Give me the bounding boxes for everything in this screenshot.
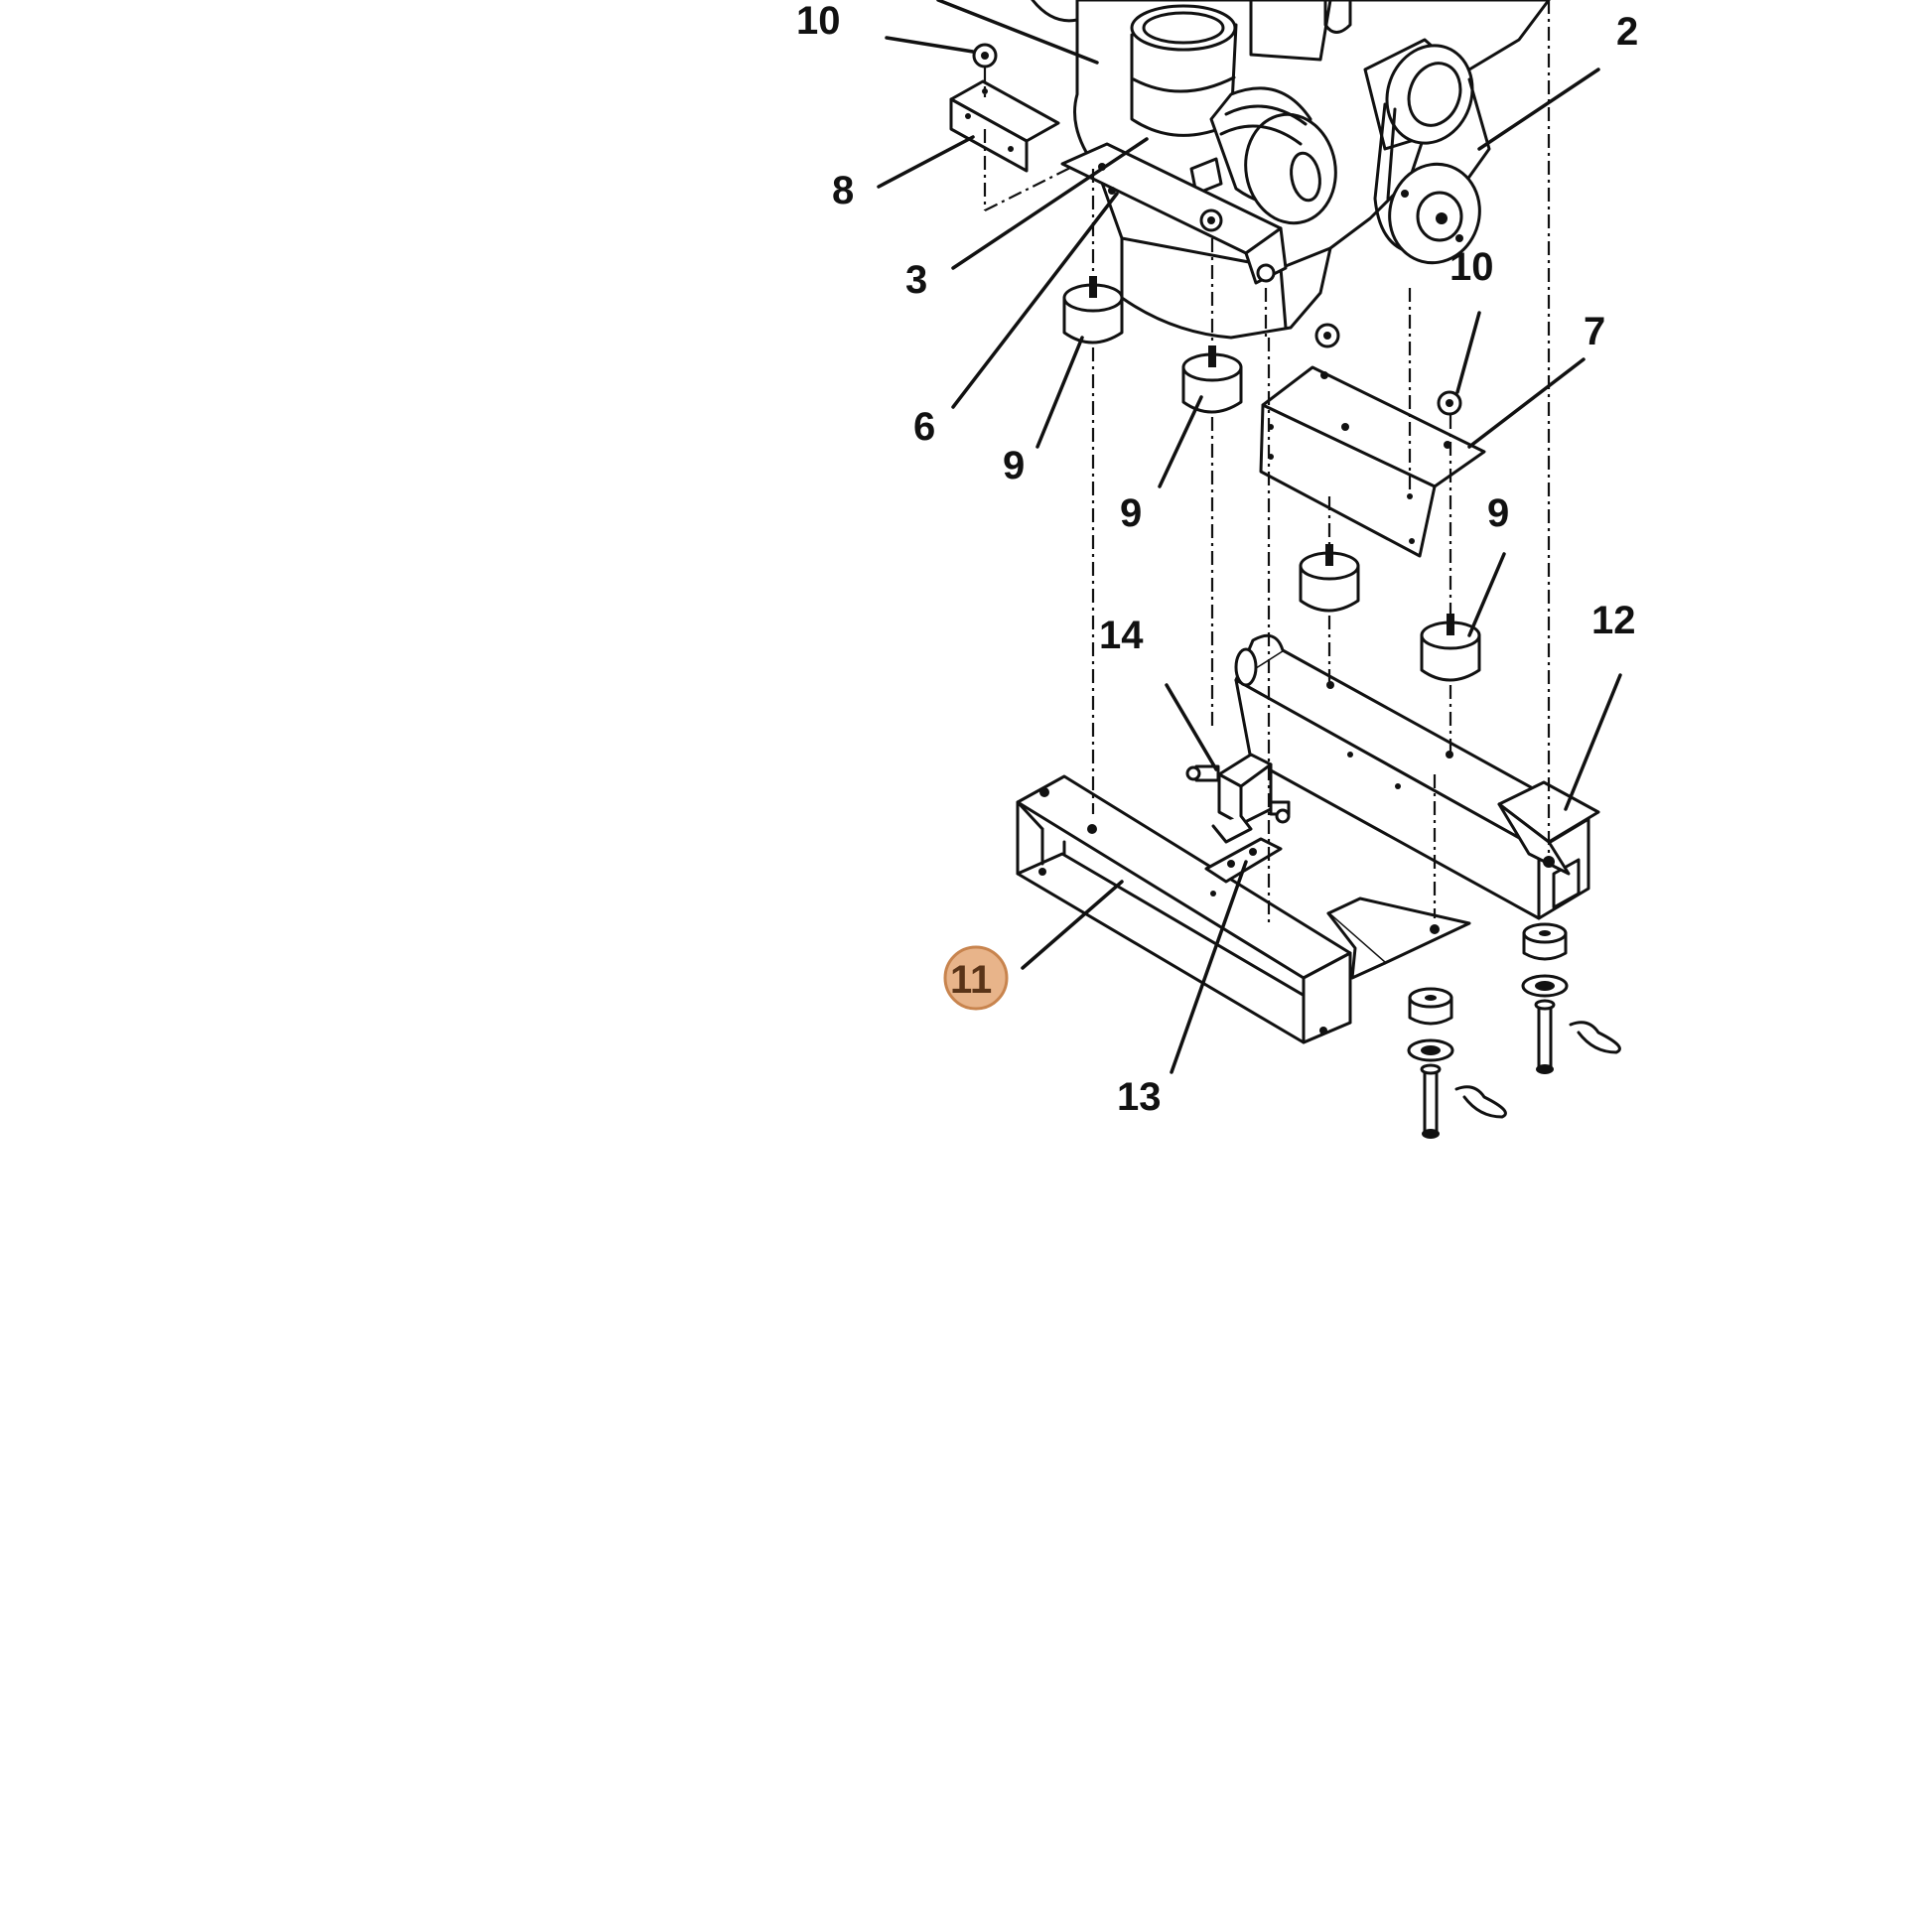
callout-9-right[interactable]: 9 — [1487, 491, 1509, 535]
bracket-part-7 — [1259, 365, 1486, 558]
callout-3[interactable]: 3 — [905, 258, 927, 302]
mount-hardware-lower — [1407, 922, 1621, 1139]
engine-assembly — [1031, 0, 1551, 348]
bracket-part-13 — [1204, 837, 1283, 884]
callout-2[interactable]: 2 — [1616, 10, 1638, 54]
callout-10-top[interactable]: 10 — [796, 0, 841, 43]
alignment-lines — [983, 0, 1551, 923]
switch-part-14 — [1185, 753, 1291, 844]
callout-6[interactable]: 6 — [913, 405, 935, 449]
callout-11[interactable]: 11 — [950, 958, 992, 1002]
callout-labels: 10 2 8 3 10 7 6 9 9 9 14 12 11 13 — [796, 0, 1638, 1119]
callout-9-left[interactable]: 9 — [1003, 444, 1025, 487]
leader-lines — [877, 0, 1622, 1074]
callout-9-center[interactable]: 9 — [1120, 491, 1142, 535]
callout-13[interactable]: 13 — [1117, 1075, 1162, 1119]
callout-10-right[interactable]: 10 — [1449, 245, 1494, 289]
bracket-part-8 — [949, 43, 1060, 173]
callout-14[interactable]: 14 — [1099, 614, 1144, 657]
callout-7[interactable]: 7 — [1584, 310, 1605, 353]
callout-11-highlight[interactable] — [943, 945, 1009, 1011]
callout-8[interactable]: 8 — [832, 169, 854, 212]
channel-part-12 — [1234, 633, 1600, 920]
callout-12[interactable]: 12 — [1591, 599, 1636, 642]
